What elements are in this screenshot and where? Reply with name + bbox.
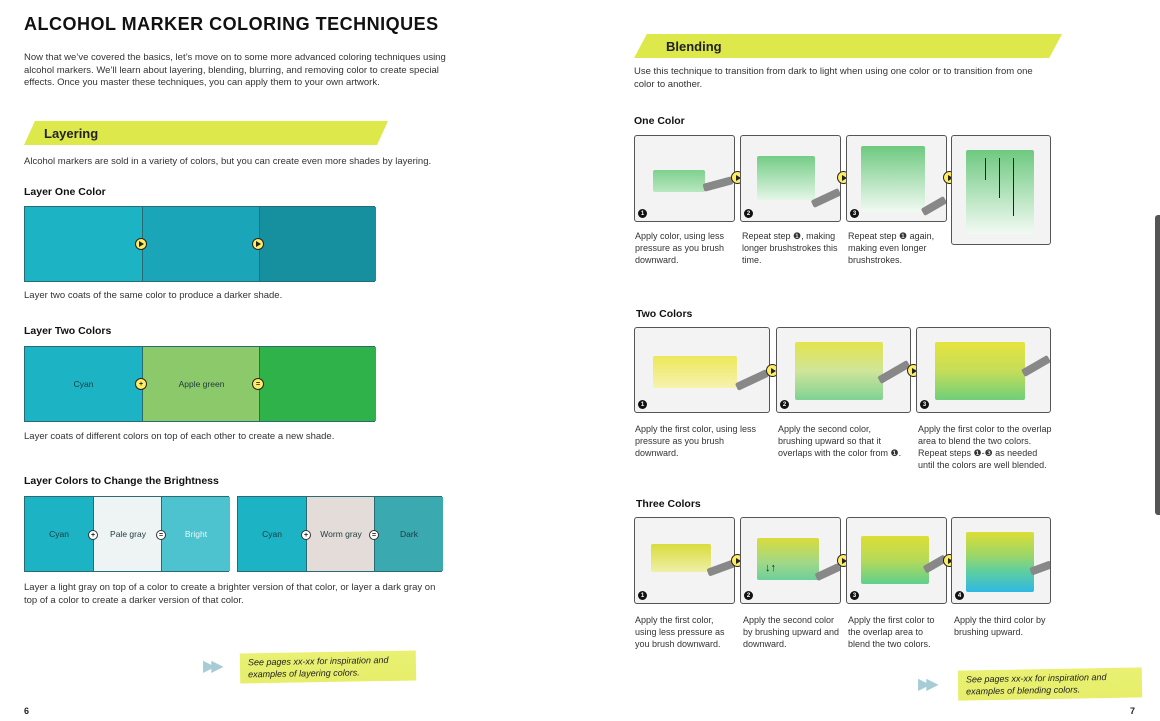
blending-banner: Blending: [634, 34, 1062, 58]
intro-text: Now that we’ve covered the basics, let’s…: [24, 52, 446, 88]
layer-two-swatch: Cyan Apple green + =: [24, 346, 376, 422]
three-colors-caption-2: Apply the second color by brushing upwar…: [743, 615, 840, 649]
step-number: 2: [744, 209, 753, 218]
layering-text: Alcohol markers are sold in a variety of…: [24, 156, 432, 167]
swatch-cell: [142, 207, 260, 281]
two-colors-step-2-photo: 2: [776, 327, 911, 413]
swatch-cell: Bright: [161, 497, 230, 571]
layer-two-caption: Layer coats of different colors on top o…: [24, 431, 335, 442]
swatch-cell: Pale gray: [93, 497, 162, 571]
plus-icon: +: [135, 378, 147, 390]
swatch-cell: Cyan: [238, 497, 306, 571]
blending-title: Blending: [666, 38, 722, 54]
swatch-cell: [259, 207, 376, 281]
swatch-cell-apple-green: Apple green: [142, 347, 260, 421]
three-colors-step-2-photo: ↓↑ 2: [740, 517, 841, 604]
layering-banner: Layering: [24, 121, 388, 145]
equals-icon: =: [252, 378, 264, 390]
one-color-heading: One Color: [634, 115, 685, 127]
step-number: 3: [850, 209, 859, 218]
one-color-caption-3: Repeat step ❶ again, making even longer …: [848, 231, 935, 265]
three-colors-heading: Three Colors: [636, 498, 701, 510]
play-arrow-icon: [252, 238, 264, 250]
swatch-label: Cyan: [262, 529, 282, 539]
two-colors-heading: Two Colors: [636, 308, 693, 320]
swatch-label: Cyan: [73, 379, 94, 389]
layer-two-heading: Layer Two Colors: [24, 325, 112, 337]
play-arrow-icon: [135, 238, 147, 250]
swatch-label: Bright: [184, 529, 208, 539]
one-color-step-2-photo: 2: [740, 135, 841, 222]
brightness-caption: Layer a light gray on top of a color to …: [24, 582, 436, 606]
one-color-caption-1: Apply color, using less pressure as you …: [635, 231, 725, 265]
step-number: 2: [744, 591, 753, 600]
two-colors-caption-1: Apply the first color, using less pressu…: [635, 424, 757, 458]
brightness-swatch-dark: Cyan Worm gray Dark + =: [237, 496, 443, 572]
swatch-label: Worm gray: [320, 529, 362, 539]
double-chevron-icon: ▶▶: [918, 676, 939, 693]
swatch-label: Apple green: [178, 379, 225, 389]
two-colors-step-3-photo: 3: [916, 327, 1051, 413]
swatch-cell: Dark: [374, 497, 443, 571]
layering-title: Layering: [44, 125, 99, 141]
page-title: ALCOHOL MARKER COLORING TECHNIQUES: [24, 14, 439, 34]
layer-one-caption: Layer two coats of the same color to pro…: [24, 290, 283, 301]
three-colors-step-1-photo: 1: [634, 517, 735, 604]
two-colors-caption-3: Apply the first color to the overlap are…: [918, 424, 1052, 470]
brightness-swatch-bright: Cyan Pale gray Bright + =: [24, 496, 230, 572]
one-color-step-3-photo: 3: [846, 135, 947, 222]
blending-text: Use this technique to transition from da…: [634, 66, 1033, 90]
one-color-step-1-photo: 1: [634, 135, 735, 222]
step-number: 3: [920, 400, 929, 409]
layer-one-heading: Layer One Color: [24, 186, 106, 198]
swatch-cell-cyan: Cyan: [25, 347, 142, 421]
plus-icon: +: [301, 530, 311, 540]
step-number: 1: [638, 209, 647, 218]
step-number: 1: [638, 400, 647, 409]
swatch-cell: Cyan: [25, 497, 93, 571]
three-colors-step-3-photo: 3: [846, 517, 947, 604]
swatch-cell-result: [259, 347, 376, 421]
plus-icon: +: [88, 530, 98, 540]
page-number-left: 6: [24, 706, 30, 716]
two-colors-step-1-photo: 1: [634, 327, 770, 413]
step-number: 4: [955, 591, 964, 600]
brightness-heading: Layer Colors to Change the Brightness: [24, 475, 219, 487]
three-colors-caption-3: Apply the first color to the overlap are…: [848, 615, 935, 649]
step-number: 1: [638, 591, 647, 600]
blending-callout: See pages xx-xx for inspiration and exam…: [957, 667, 1143, 701]
swatch-cell: [25, 207, 142, 281]
three-colors-step-4-photo: 4: [951, 517, 1051, 604]
double-chevron-icon: ▶▶: [203, 658, 224, 675]
swatch-label: Dark: [400, 529, 418, 539]
equals-icon: =: [369, 530, 379, 540]
two-colors-caption-2: Apply the second color, brushing upward …: [778, 424, 902, 458]
page-number-right: 7: [1130, 706, 1136, 716]
layering-callout: See pages xx-xx for inspiration and exam…: [239, 650, 417, 684]
page-edge-tab: [1155, 215, 1160, 515]
one-color-caption-2: Repeat step ❶, making longer brushstroke…: [742, 231, 838, 265]
step-number: 2: [780, 400, 789, 409]
equals-icon: =: [156, 530, 166, 540]
swatch-label: Cyan: [49, 529, 69, 539]
step-number: 3: [850, 591, 859, 600]
layer-one-swatch: [24, 206, 376, 282]
one-color-result-photo: [951, 135, 1051, 245]
swatch-cell: Worm gray: [306, 497, 375, 571]
swatch-label: Pale gray: [110, 529, 146, 539]
three-colors-caption-4: Apply the third color by brushing upward…: [954, 615, 1046, 637]
three-colors-caption-1: Apply the first color, using less pressu…: [635, 615, 725, 649]
